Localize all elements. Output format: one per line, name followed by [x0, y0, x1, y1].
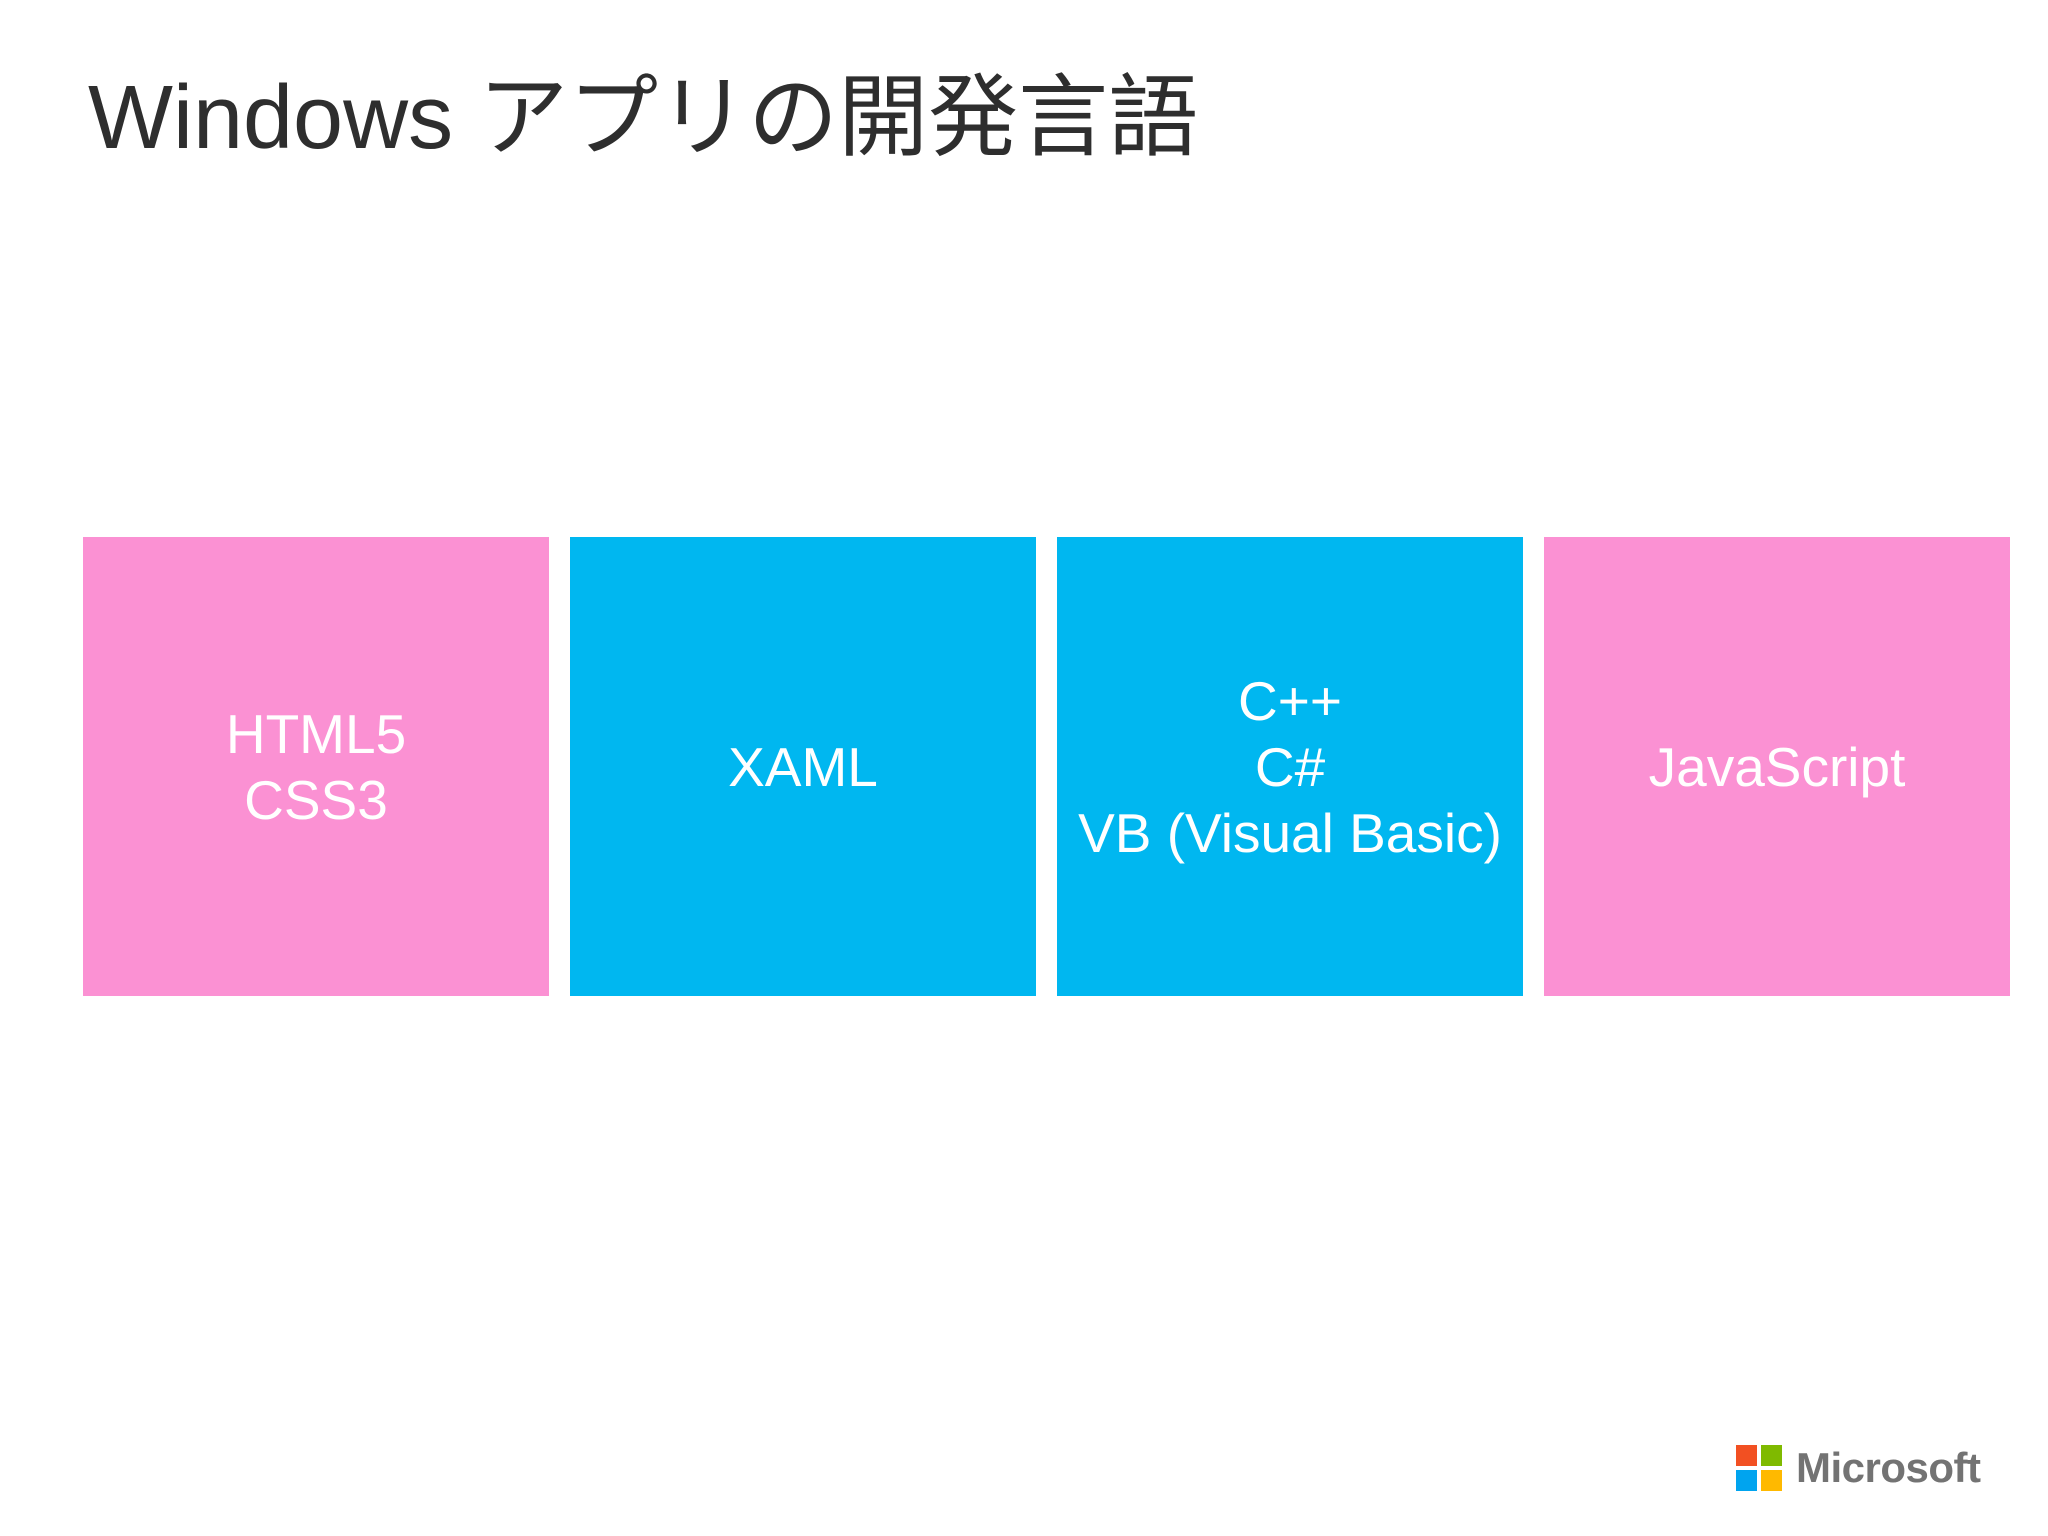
- logo-square-yellow-icon: [1761, 1470, 1782, 1491]
- tile-label: JavaScript: [1648, 735, 1906, 798]
- tile-label: C++: [1238, 669, 1342, 732]
- tile-label: C#: [1254, 735, 1326, 798]
- tile-label: XAML: [728, 735, 878, 798]
- tile-html5-css3: HTML5 CSS3: [83, 537, 549, 996]
- microsoft-wordmark: Microsoft: [1796, 1444, 1981, 1491]
- tile-label: HTML5: [225, 702, 407, 765]
- tile-javascript: JavaScript: [1544, 537, 2010, 996]
- tile-cpp-csharp-vb: C++ C# VB (Visual Basic): [1057, 537, 1523, 996]
- logo-square-red-icon: [1736, 1445, 1757, 1466]
- microsoft-logo-icon: [1736, 1445, 1782, 1491]
- microsoft-logo: Microsoft: [1736, 1444, 1981, 1492]
- tile-xaml: XAML: [570, 537, 1036, 996]
- logo-square-blue-icon: [1736, 1470, 1757, 1491]
- tile-label: CSS3: [244, 768, 388, 831]
- language-tiles-row: HTML5 CSS3 XAML C++ C# VB (Visual Basic)…: [83, 537, 2010, 996]
- page-title: Windows アプリの開発言語: [88, 68, 1199, 168]
- tile-label: VB (Visual Basic): [1078, 801, 1502, 864]
- logo-square-green-icon: [1761, 1445, 1782, 1466]
